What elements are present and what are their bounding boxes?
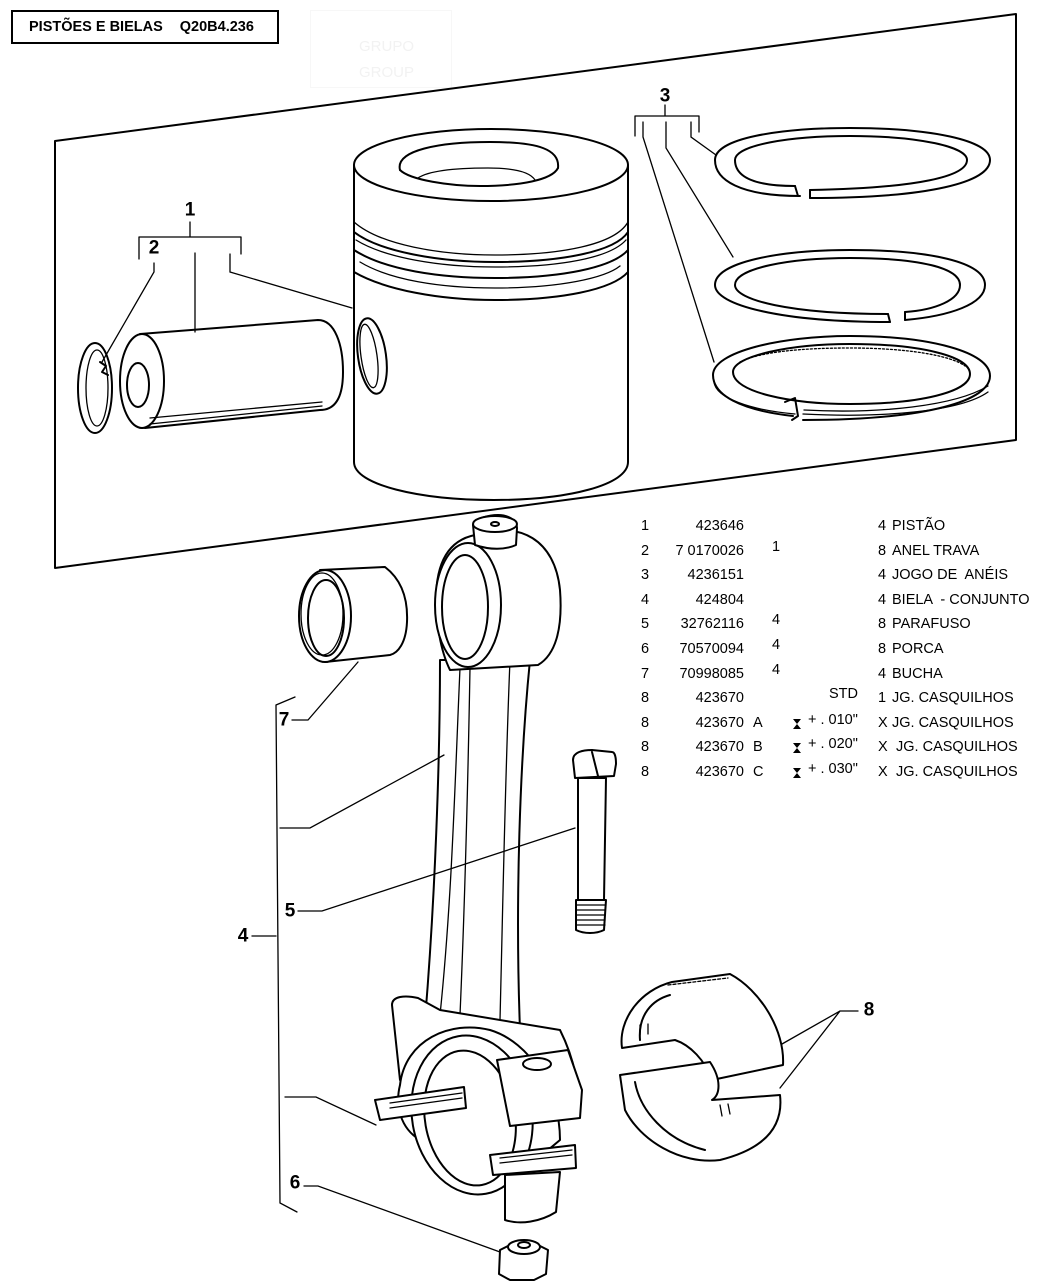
item-number: 8 <box>641 714 650 731</box>
part-number: 70998085 <box>679 665 744 682</box>
description: PISTÃO <box>892 518 946 534</box>
parts-row: 3 4236151 4 JOGO DE ANÉIS <box>636 567 1046 592</box>
parts-row: 1 423646 4 PISTÃO <box>636 518 1046 543</box>
hourglass-marker-icon <box>793 743 801 754</box>
bolt-drawing <box>572 749 617 934</box>
bearing-shells-drawing <box>619 973 785 1162</box>
callout-1: 1 <box>184 199 196 221</box>
item-number: 8 <box>641 690 650 707</box>
item-number: 8 <box>641 739 650 756</box>
parts-row: 8 423670 B + . 020" X JG. CASQUILHOS <box>636 736 1046 764</box>
description: JG. CASQUILHOS <box>892 739 1018 756</box>
part-number: 70570094 <box>679 640 744 657</box>
callout-6: 6 <box>289 1172 301 1194</box>
callout-3: 3 <box>659 85 671 107</box>
watermark-line-1: GRUPO <box>359 38 415 55</box>
description: BIELA - CONJUNTO <box>892 591 1030 608</box>
callout-2: 2 <box>148 237 160 259</box>
description: PARAFUSO <box>892 616 971 633</box>
quantity: 8 <box>878 542 887 559</box>
description: ANEL TRAVA <box>892 542 980 559</box>
part-number: 423670 <box>695 763 744 780</box>
description: JG. CASQUILHOS <box>892 690 1014 707</box>
group-watermark: GRUPO GROUP <box>310 10 452 88</box>
description: JG. CASQUILHOS <box>892 714 1014 731</box>
quantity: 8 <box>878 640 887 657</box>
parts-row: 4 424804 4 BIELA - CONJUNTO <box>636 592 1046 617</box>
size: + . 010" <box>808 711 858 728</box>
item-number: 5 <box>641 616 650 633</box>
note: 1 <box>772 538 781 555</box>
parts-row: 8 423670 A + . 010" X JG. CASQUILHOS <box>636 711 1046 740</box>
callout-4: 4 <box>237 925 249 947</box>
variant: A <box>753 714 763 731</box>
page-title: PISTÕES E BIELAS <box>29 19 163 35</box>
quantity: 4 <box>878 665 887 682</box>
part-number: 4236151 <box>687 567 744 584</box>
piston-pin-drawing <box>119 319 344 429</box>
hourglass-marker-icon <box>793 718 801 729</box>
description: PORCA <box>892 640 944 657</box>
quantity: 1 <box>878 690 887 707</box>
parts-row: 7 70998085 4 4 BUCHA <box>636 662 1046 691</box>
circlip-drawing <box>77 342 113 434</box>
leader-lines <box>101 104 859 1253</box>
quantity: X <box>878 763 888 780</box>
quantity: 4 <box>878 567 887 584</box>
watermark-line-2: GROUP <box>359 64 415 81</box>
piston-panel-frame <box>54 13 1017 569</box>
item-number: 8 <box>641 763 650 780</box>
quantity: X <box>878 714 888 731</box>
description: JOGO DE ANÉIS <box>892 567 1009 584</box>
part-number: 424804 <box>695 591 744 608</box>
note: 4 <box>772 661 781 678</box>
variant: C <box>753 763 764 780</box>
part-number: 423670 <box>695 690 744 707</box>
callout-8: 8 <box>863 999 875 1021</box>
quantity: X <box>878 739 888 756</box>
connecting-rod-drawing <box>374 514 583 1281</box>
page-code: Q20B4.236 <box>179 19 254 35</box>
parts-row: 5 32762116 4 8 PARAFUSO <box>636 612 1046 641</box>
description: BUCHA <box>892 665 943 682</box>
bush-drawing <box>298 566 409 663</box>
item-number: 3 <box>641 567 650 584</box>
description: JG. CASQUILHOS <box>892 763 1018 780</box>
size: STD <box>829 686 858 703</box>
parts-row: 6 70570094 4 8 PORCA <box>636 637 1046 666</box>
parts-row: 8 423670 C + . 030" X JG. CASQUILHOS <box>636 760 1046 789</box>
quantity: 8 <box>878 616 887 633</box>
item-number: 7 <box>641 665 650 682</box>
item-number: 6 <box>641 640 650 657</box>
parts-row: 8 423670 STD 1 JG. CASQUILHOS <box>636 686 1046 715</box>
quantity: 4 <box>878 591 887 608</box>
parts-row: 2 7 0170026 1 8 ANEL TRAVA <box>636 539 1046 568</box>
part-number: 423670 <box>695 739 744 756</box>
callout-5: 5 <box>284 900 296 922</box>
piston-rings-drawing <box>712 127 991 421</box>
quantity: 4 <box>878 518 887 534</box>
size: + . 020" <box>808 736 858 753</box>
variant: B <box>753 739 763 756</box>
item-number: 2 <box>641 542 650 559</box>
callout-7: 7 <box>278 709 290 731</box>
parts-list: 1 423646 4 PISTÃO 2 7 0170026 1 8 ANEL T… <box>636 518 1046 789</box>
item-number: 4 <box>641 591 650 608</box>
piston-drawing <box>353 128 629 501</box>
title-box: PISTÕES E BIELAS Q20B4.236 <box>11 10 279 44</box>
size: + . 030" <box>808 760 858 777</box>
part-number: 32762116 <box>680 616 744 633</box>
hourglass-marker-icon <box>793 767 801 778</box>
note: 4 <box>772 636 781 653</box>
item-number: 1 <box>641 518 650 534</box>
note: 4 <box>772 612 781 629</box>
part-number: 423670 <box>695 714 744 731</box>
part-number: 7 0170026 <box>675 542 744 559</box>
part-number: 423646 <box>695 518 744 534</box>
